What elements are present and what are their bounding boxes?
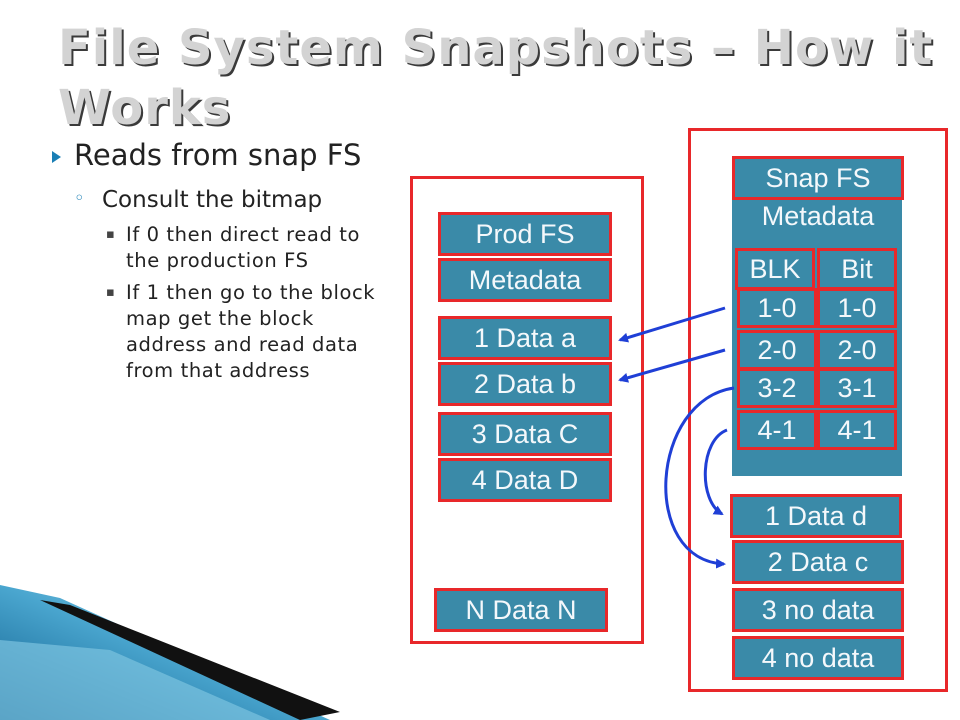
bitmap-bit-4: 4-1 <box>817 410 897 450</box>
snap-block-2: 2 Data c <box>732 540 904 584</box>
prod-fs-metadata: Metadata <box>438 258 612 302</box>
snap-block-3: 3 no data <box>732 588 904 632</box>
bitmap-blk-3: 3-2 <box>737 368 817 408</box>
bitmap-blk-4: 4-1 <box>737 410 817 450</box>
prod-block-2: 2 Data b <box>438 362 612 406</box>
bullet-list: Reads from snap FS ◦ Consult the bitmap ▪… <box>52 138 382 384</box>
page-title: File System Snapshots – How it Works <box>58 20 934 136</box>
bullet-level3-text: If 0 then direct read to the production … <box>126 223 361 272</box>
bullet-level3-item: ▪ If 0 then direct read to the production… <box>52 222 382 274</box>
bullet-level3-text: If 1 then go to the block map get the bl… <box>126 281 376 382</box>
bitmap-bit-1: 1-0 <box>817 288 897 328</box>
bullet-level2: ◦ Consult the bitmap <box>52 186 382 214</box>
prod-fs-name: Prod FS <box>438 212 612 256</box>
prod-block-n: N Data N <box>434 588 608 632</box>
bullet-level3-item: ▪ If 1 then go to the block map get the b… <box>52 280 382 384</box>
prod-fs-frame <box>410 176 644 644</box>
bitmap-header-bit: Bit <box>817 248 897 290</box>
dot-bullet-icon: ▪ <box>106 285 116 300</box>
snap-fs-frame <box>688 128 948 692</box>
bitmap-bit-3: 3-1 <box>817 368 897 408</box>
bullet-level2-text: Consult the bitmap <box>102 187 323 213</box>
arrow-bit2-to-prod-block2 <box>618 348 726 383</box>
snap-block-4: 4 no data <box>732 636 904 680</box>
arrow-blk4-to-snap-block1 <box>703 428 728 516</box>
bitmap-blk-2: 2-0 <box>737 330 817 370</box>
snap-fs-name: Snap FS <box>732 156 904 200</box>
bitmap-blk-1: 1-0 <box>737 288 817 328</box>
arrow-bit1-to-prod-block1 <box>618 306 726 343</box>
snap-block-1: 1 Data d <box>730 494 902 538</box>
prod-block-1: 1 Data a <box>438 316 612 360</box>
prod-block-3: 3 Data C <box>438 412 612 456</box>
snap-fs-metadata: Metadata <box>761 201 875 231</box>
dot-bullet-icon: ▪ <box>106 227 116 242</box>
bullet-level1: Reads from snap FS <box>52 138 382 172</box>
triangle-bullet-icon <box>52 151 61 163</box>
prod-block-4: 4 Data D <box>438 458 612 502</box>
arrow-blk3-to-snap-block2 <box>664 386 735 569</box>
bullet-level1-text: Reads from snap FS <box>74 138 362 172</box>
ring-bullet-icon: ◦ <box>74 188 85 209</box>
